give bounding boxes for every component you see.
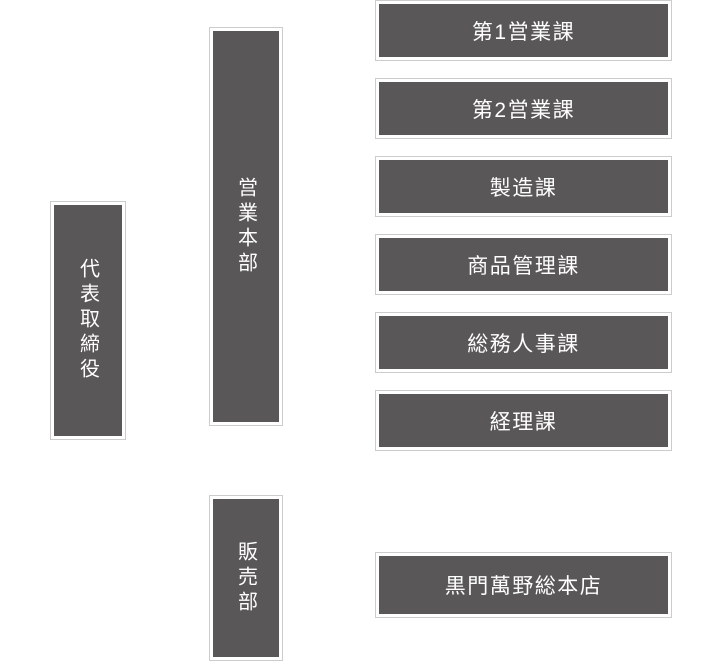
org-node-section-2: 第2営業課	[375, 78, 672, 139]
org-node-section-1: 第1営業課	[375, 0, 672, 61]
org-node-store: 黒門萬野総本店	[375, 552, 672, 618]
org-node-section-4-label: 商品管理課	[379, 238, 668, 291]
org-node-section-4: 商品管理課	[375, 234, 672, 295]
org-node-section-3-label: 製造課	[379, 160, 668, 213]
org-node-section-6: 経理課	[375, 390, 672, 451]
org-node-section-5: 総務人事課	[375, 312, 672, 373]
org-node-section-1-label: 第1営業課	[379, 4, 668, 57]
org-node-president-label: 代表取締役	[54, 205, 122, 436]
org-node-sales-department: 販売部	[209, 495, 283, 661]
org-node-section-6-label: 経理課	[379, 394, 668, 447]
org-node-sales-headquarters: 営業本部	[209, 27, 283, 426]
org-node-store-label: 黒門萬野総本店	[379, 556, 668, 614]
org-node-sales-headquarters-label: 営業本部	[213, 31, 279, 422]
org-node-section-3: 製造課	[375, 156, 672, 217]
org-node-section-2-label: 第2営業課	[379, 82, 668, 135]
org-node-sales-department-label: 販売部	[213, 499, 279, 657]
org-node-section-5-label: 総務人事課	[379, 316, 668, 369]
org-node-president: 代表取締役	[50, 201, 126, 440]
